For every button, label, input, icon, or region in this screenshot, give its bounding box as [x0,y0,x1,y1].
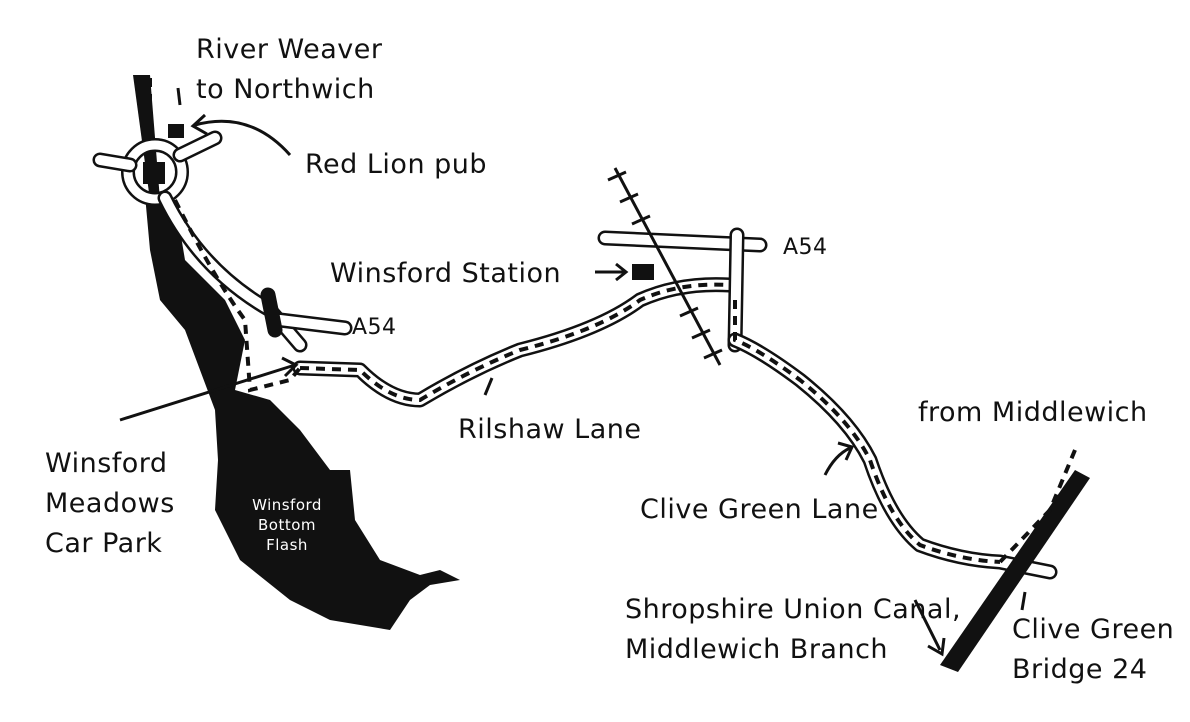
a54-east-label: A54 [783,235,828,260]
rilshaw-lane-label: Rilshaw Lane [458,414,642,445]
winsford-bottom-flash-lake [145,195,460,630]
from-middlewich-label: from Middlewich [918,397,1148,428]
winsford-station-label: Winsford Station [330,258,562,289]
red-lion-pub-label: Red Lion pub [305,149,488,180]
red-lion-pub-marker [168,124,184,138]
a54-west-label: A54 [352,315,397,340]
shropshire-union-canal [940,470,1090,672]
station-icon [632,264,654,280]
canal-label: Shropshire Union Canal,Middlewich Branch [625,594,962,665]
clive-green-lane-label: Clive Green Lane [640,494,879,525]
